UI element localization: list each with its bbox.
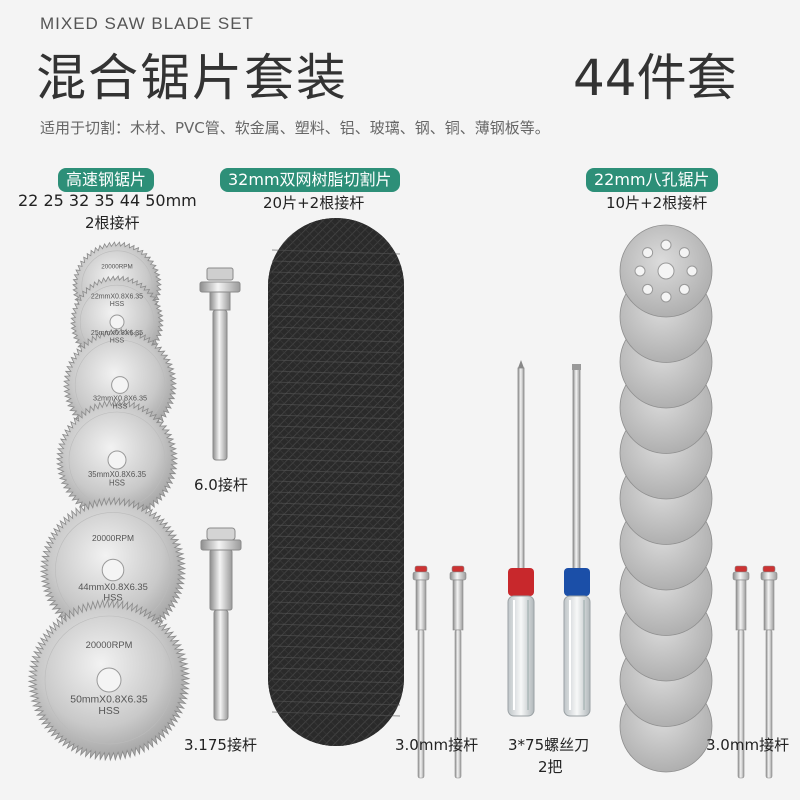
- blade-hss-mark: HSS: [98, 706, 119, 717]
- usage-description: 适用于切割：木材、PVC管、软金属、塑料、铝、玻璃、钢、铜、薄钢板等。: [40, 119, 550, 137]
- label-shank-3-right: 3.0mm接杆: [706, 736, 790, 754]
- screwdriver-phillips: [507, 360, 535, 717]
- blade-rpm-mark: 20000RPM: [86, 640, 133, 650]
- label-shank-6: 6.0接杆: [194, 476, 248, 494]
- screwdriver-flathead: [563, 364, 591, 717]
- hss-sizes: 22 25 32 35 44 50mm: [18, 191, 197, 210]
- page-title: 混合锯片套装: [36, 49, 348, 107]
- blade-size-mark: 22mmX0.8X6.35: [91, 293, 143, 300]
- label-shank-3175: 3.175接杆: [184, 736, 257, 754]
- hss-saw-blades: [27, 241, 191, 762]
- blade-size-mark: 50mmX0.8X6.35: [70, 694, 148, 705]
- blade-hss-mark: HSS: [109, 478, 125, 487]
- blade-hss-mark: HSS: [110, 338, 125, 345]
- mandrel-6mm: [199, 267, 241, 461]
- resin-disc-stack: [268, 218, 404, 746]
- mandrels-3mm-middle: [412, 565, 467, 779]
- mandrel-3mm: [412, 565, 430, 779]
- blade-size-mark: 44mmX0.8X6.35: [78, 582, 148, 592]
- badge-hss-blades: 高速钢锯片: [58, 168, 155, 192]
- mandrels-3mm-right: [732, 565, 778, 779]
- diamond-caption: 10片+2根接杆: [606, 194, 708, 212]
- badge-resin-discs: 32mm双网树脂切割片: [220, 168, 400, 192]
- badge-diamond-discs: 22mm八孔锯片: [586, 168, 718, 192]
- blade-hss-mark: HSS: [103, 592, 122, 602]
- blade-size-mark: 25mmX0.8X6.35: [91, 330, 143, 337]
- blade-hss-mark: HSS: [110, 301, 125, 308]
- saw-blade-50mm: [27, 598, 191, 762]
- blade-hss-mark: HSS: [113, 402, 128, 411]
- piece-count: 44件套: [573, 49, 737, 107]
- diamond-disc: [619, 224, 713, 318]
- label-shank-3-mid: 3.0mm接杆: [395, 736, 479, 754]
- mandrel-3mm: [760, 565, 778, 779]
- blade-size-mark: 32mmX0.8X6.35: [93, 394, 147, 403]
- diamond-disc-stack: [619, 224, 713, 773]
- blade-rpm-mark: 20000RPM: [92, 533, 134, 543]
- mandrel-3175mm: [200, 527, 242, 721]
- hss-extra: 2根接杆: [85, 214, 140, 232]
- subtitle-english: MIXED SAW BLADE SET: [40, 14, 254, 33]
- resin-caption: 20片+2根接杆: [263, 194, 365, 212]
- label-screwdriver-qty: 2把: [538, 758, 563, 776]
- blade-rpm-mark: 20000RPM: [101, 263, 133, 270]
- saw-blade-44mm: [39, 496, 187, 644]
- mandrel-3mm: [732, 565, 750, 779]
- label-screwdriver: 3*75螺丝刀: [508, 736, 590, 754]
- mandrel-3mm: [449, 565, 467, 779]
- blade-size-mark: 35mmX0.8X6.35: [88, 470, 147, 479]
